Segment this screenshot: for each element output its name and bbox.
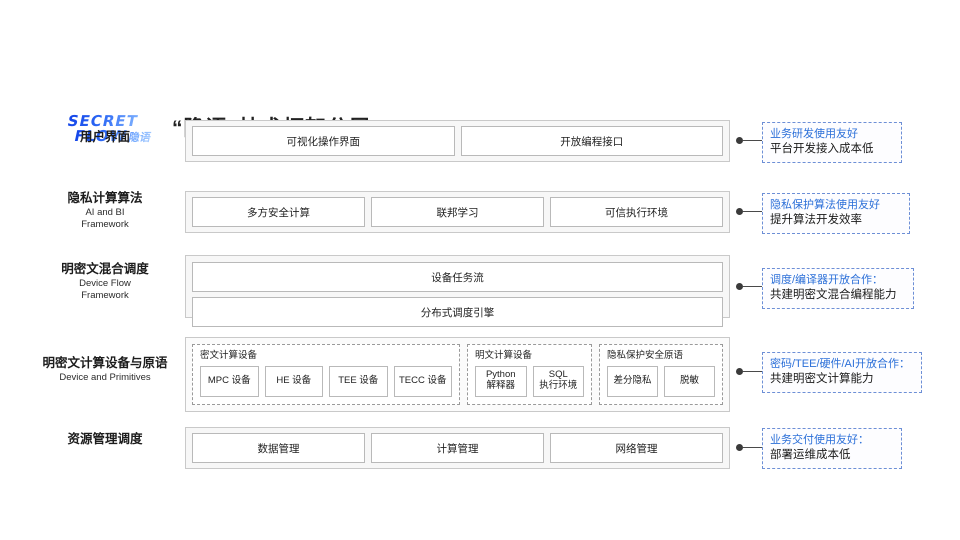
group-plaintext-devices: 明文计算设备 Python 解释器 SQL 执行环境: [467, 344, 592, 405]
callout-device-flow: 调度/编译器开放合作： 共建明密文混合编程能力: [762, 268, 914, 310]
chip-python-interpreter[interactable]: Python 解释器: [475, 365, 527, 397]
chip-he-device[interactable]: HE 设备: [264, 365, 323, 397]
layer-label-en-line2: Framework: [81, 289, 129, 301]
connector-dot-resource-management: [736, 444, 743, 451]
box-data-management[interactable]: 数据管理: [192, 433, 365, 463]
chip-label-line1: SQL: [548, 369, 568, 381]
layer-row-user-interface: 可视化操作界面 开放编程接口: [185, 120, 730, 162]
chip-label-line2: 执行环境: [539, 380, 578, 392]
callout-title: 业务研发使用友好: [770, 128, 858, 140]
chip-tee-device[interactable]: TEE 设备: [329, 365, 388, 397]
layer-row-device-flow: 设备任务流 分布式调度引擎: [185, 255, 730, 327]
layer-label-device-flow: 明密文混合调度 Device Flow Framework: [30, 262, 180, 301]
connector-dot-user-interface: [736, 137, 743, 144]
layer-label-privacy-algorithm: 隐私计算算法 AI and BI Framework: [30, 191, 180, 230]
connector-line-privacy-algorithm: [743, 211, 762, 212]
chip-label-line1: 差分隐私: [613, 374, 652, 386]
chip-tecc-device[interactable]: TECC 设备: [393, 365, 452, 397]
callout-device-primitives: 密码/TEE/硬件/AI开放合作： 共建明密文计算能力: [762, 352, 922, 394]
box-device-task-flow[interactable]: 设备任务流: [192, 262, 723, 292]
callout-resource-management: 业务交付使用友好： 部署运维成本低: [762, 428, 902, 470]
box-distributed-scheduling-engine[interactable]: 分布式调度引擎: [192, 297, 723, 327]
layer-label-en-line1: Device and Primitives: [59, 371, 151, 383]
chip-sql-execution-environment[interactable]: SQL 执行环境: [532, 365, 584, 397]
chip-label-line1: 脱敏: [679, 374, 699, 386]
layer-row-privacy-algorithm: 多方安全计算 联邦学习 可信执行环境: [185, 191, 730, 233]
box-trusted-execution-environment[interactable]: 可信执行环境: [550, 197, 723, 227]
connector-line-device-flow: [743, 286, 762, 287]
layer-label-en-line2: Framework: [81, 218, 129, 230]
layer-label-cn: 资源管理调度: [67, 432, 143, 446]
box-federated-learning[interactable]: 联邦学习: [371, 197, 544, 227]
callout-privacy-algorithm: 隐私保护算法使用友好 提升算法开发效率: [762, 193, 910, 235]
chip-label-line1: TEE 设备: [338, 374, 379, 386]
connector-line-resource-management: [743, 447, 762, 448]
box-compute-management[interactable]: 计算管理: [371, 433, 544, 463]
connector-line-user-interface: [743, 140, 762, 141]
chip-label-line2: 解释器: [486, 380, 515, 392]
group-items-plaintext: Python 解释器 SQL 执行环境: [475, 365, 584, 397]
chip-label-line1: MPC 设备: [207, 374, 251, 386]
callout-title: 业务交付使用友好：: [770, 434, 869, 446]
callout-text: 提升算法开发效率: [770, 213, 862, 226]
callout-text: 共建明密文计算能力: [770, 372, 874, 385]
group-title-ciphertext: 密文计算设备: [200, 350, 258, 361]
connector-dot-device-primitives: [736, 368, 743, 375]
layer-label-en-line1: AI and BI: [85, 206, 125, 218]
group-ciphertext-devices: 密文计算设备 MPC 设备 HE 设备 TEE 设备 TECC 设备: [192, 344, 460, 405]
layer-label-cn: 明密文计算设备与原语: [42, 356, 168, 370]
callout-text: 部署运维成本低: [770, 448, 851, 461]
group-title-primitives: 隐私保护安全原语: [607, 350, 684, 361]
layer-label-en-line1: Device Flow: [79, 277, 131, 289]
chip-differential-privacy[interactable]: 差分隐私: [607, 365, 658, 397]
callout-title: 密码/TEE/硬件/AI开放合作：: [770, 358, 910, 370]
box-visual-operation-ui[interactable]: 可视化操作界面: [192, 126, 455, 156]
chip-label-line1: HE 设备: [276, 374, 312, 386]
box-open-programming-api[interactable]: 开放编程接口: [460, 126, 723, 156]
callout-text: 平台开发接入成本低: [770, 142, 874, 155]
box-network-management[interactable]: 网络管理: [550, 433, 723, 463]
layer-label-device-primitives: 明密文计算设备与原语 Device and Primitives: [30, 356, 180, 384]
layer-row-resource-management: 数据管理 计算管理 网络管理: [185, 427, 730, 469]
layer-label-cn: 明密文混合调度: [61, 262, 149, 276]
group-privacy-primitives: 隐私保护安全原语 差分隐私 脱敏: [599, 344, 723, 405]
chip-data-masking[interactable]: 脱敏: [664, 365, 715, 397]
layer-row-device-primitives: 密文计算设备 MPC 设备 HE 设备 TEE 设备 TECC 设备 明文计算设…: [185, 337, 730, 412]
layer-label-user-interface: 用户界面: [30, 130, 180, 146]
slide-header: SECRET FLOW 隐语 “隐语”技术框架分层: [0, 52, 960, 140]
layer-label-resource-management: 资源管理调度: [30, 432, 180, 448]
connector-line-device-primitives: [743, 371, 762, 372]
chip-label-line1: TECC 设备: [398, 374, 447, 386]
connector-dot-device-flow: [736, 283, 743, 290]
chip-mpc-device[interactable]: MPC 设备: [200, 365, 259, 397]
box-secure-multiparty-computation[interactable]: 多方安全计算: [192, 197, 365, 227]
layer-label-cn: 用户界面: [79, 130, 130, 144]
layer-label-cn: 隐私计算算法: [67, 191, 143, 205]
group-items-primitives: 差分隐私 脱敏: [607, 365, 715, 397]
callout-user-interface: 业务研发使用友好 平台开发接入成本低: [762, 122, 902, 164]
group-title-plaintext: 明文计算设备: [475, 350, 533, 361]
callout-title: 调度/编译器开放合作：: [770, 274, 884, 286]
group-items-ciphertext: MPC 设备 HE 设备 TEE 设备 TECC 设备: [200, 365, 452, 397]
chip-label-line1: Python: [485, 369, 516, 381]
callout-text: 共建明密文混合编程能力: [770, 288, 897, 301]
connector-dot-privacy-algorithm: [736, 208, 743, 215]
callout-title: 隐私保护算法使用友好: [770, 199, 880, 211]
